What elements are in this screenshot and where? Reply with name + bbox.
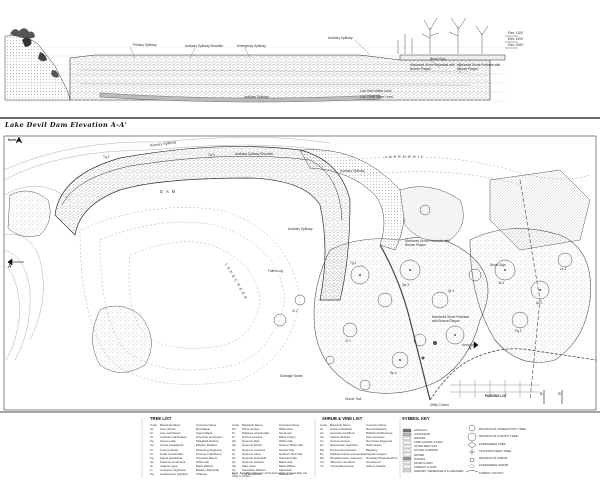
section-a-left: A	[8, 264, 12, 270]
legend-frame	[0, 411, 600, 478]
tree-tag-1: Tg 2	[103, 155, 110, 159]
tree-tag-12: Ct 2	[292, 309, 298, 313]
label-aux-spillway-low: Auxiliary Spillway	[244, 95, 269, 99]
section-b: B	[540, 391, 543, 396]
elev-1: Elev. 1100'	[508, 31, 524, 35]
plan-label-utility-culvert: Utility Culvert	[430, 403, 449, 407]
label-primary-spillway: Primary Spillway	[133, 43, 157, 47]
plan-label-wood-sign: Wood Sign	[490, 263, 506, 267]
tree-tag-7: Ac 2	[536, 301, 543, 305]
tree-list-title: TREE LIST	[150, 416, 172, 421]
label-pedestal-1: Monitored Stone Pedestals with Bronze Pl…	[410, 63, 455, 71]
plan-label-pedestal: Monitored Stone Pedestals with Bronze Pl…	[405, 239, 450, 247]
label-emergency-spillway: Emergency Spillway	[237, 44, 266, 48]
elevation-title: Lake Devil Dam Elevation A-A'	[5, 121, 128, 129]
elev-3: Elev. 1080'	[508, 43, 524, 47]
tree-tag-9: Cf 1	[345, 339, 351, 343]
label-low-water: Low Devil Water Level	[360, 89, 392, 93]
tree-tag-4: Qa 3	[402, 283, 409, 287]
plan-drawing	[3, 135, 597, 411]
plan-label-aux-spillway-2: Auxiliary Spillway	[288, 227, 313, 231]
elevation-drawing	[0, 17, 600, 119]
tree-tag-10: Fg 2	[515, 329, 522, 333]
plan-label-stone-pedestal: Monitored Stone Pedestal with Bronze Pla…	[432, 315, 469, 323]
tree-tag-5: Qr 4	[448, 289, 455, 293]
shrub-list-title: SHRUB & VINE LIST	[322, 416, 363, 421]
tree-tag-8: Sp 4	[390, 371, 397, 375]
tree-tag-2: Tg 3	[208, 153, 215, 157]
legend-note: Note: the DBH (diameter at breast height…	[232, 471, 308, 479]
tree-tag-3: Tg 4	[350, 261, 357, 265]
tree-tag-6: Ja 3	[498, 281, 505, 285]
section-b-prime: B'	[558, 391, 562, 396]
elev-2: Elev. 1090'	[508, 37, 524, 41]
label-aux-spillway: Auxiliary Spillway	[328, 36, 353, 40]
plan-label-lake-devil: L A K E D E V I L	[385, 154, 424, 159]
section-a-prime: A'	[468, 346, 473, 352]
plan-label-aux-spillway: Auxiliary Spillway	[340, 169, 365, 173]
label-pedestal-2: Monitored Stone Pedestal with Bronze Pla…	[457, 63, 501, 71]
tree-tag-11: Ls 3	[560, 267, 567, 271]
label-aux-shoulder: Auxiliary Spillway Shoulder	[185, 44, 224, 48]
symbol-key-title: SYMBOL KEY	[402, 416, 430, 421]
plan-label-aux-shoulder: Auxiliary Spillway Shoulder	[235, 152, 274, 156]
plan-label-drainage: Drainage Swale	[280, 374, 303, 378]
north-label: North	[8, 138, 17, 142]
plan-label-gravel-trail: Gravel Trail	[345, 397, 362, 401]
plan-label-dam: D A M	[160, 189, 177, 194]
label-wood-sign: Wood Sign	[430, 57, 446, 61]
plan-label-fallen-log: Fallen Log	[268, 269, 283, 273]
label-low-creek: Low Creek Water Level	[360, 95, 394, 99]
plan-label-parking: PARKING LOT	[485, 394, 507, 398]
